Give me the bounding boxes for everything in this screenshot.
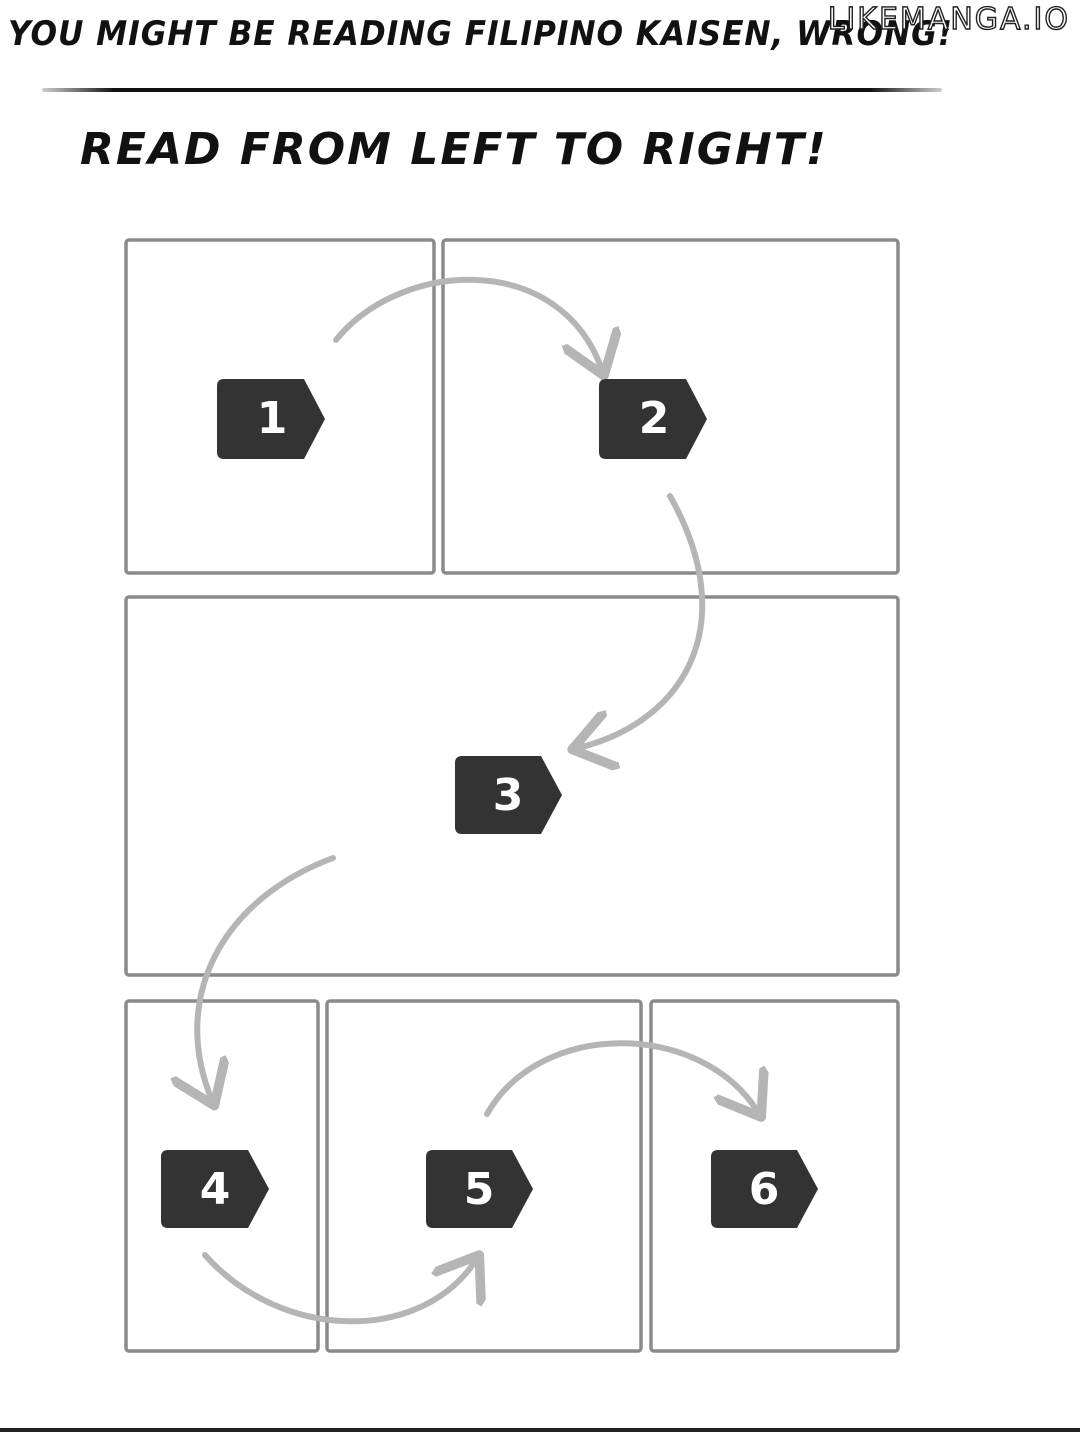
tag-number: 4 — [200, 1164, 231, 1215]
bottom-border — [0, 1428, 1080, 1432]
instruction-text: READ FROM LEFT TO RIGHT! — [80, 124, 828, 175]
panel-tag-1: 1 — [217, 379, 325, 459]
panel-2-frame — [441, 238, 900, 575]
tag-number: 5 — [464, 1164, 495, 1215]
panel-tag-2: 2 — [599, 379, 707, 459]
tag-shape — [161, 1150, 269, 1228]
arrow-2-to-3 — [578, 493, 706, 748]
arrow-5-to-6 — [484, 1040, 758, 1114]
divider-rule — [42, 88, 942, 92]
tag-number: 3 — [493, 770, 524, 821]
tag-number: 1 — [257, 393, 288, 444]
panel-5-frame — [325, 999, 643, 1353]
panel-tag-6: 6 — [711, 1150, 818, 1228]
arrow-4-to-5 — [202, 1255, 476, 1325]
tag-shape — [426, 1150, 533, 1228]
arrow-1-to-2 — [333, 276, 602, 370]
panel-1-frame — [124, 238, 436, 575]
panel-3-frame — [124, 595, 900, 977]
site-watermark: LIKEMANGA.IO — [827, 1, 1070, 37]
reading-arrows — [197, 276, 758, 1325]
tag-shape — [217, 379, 325, 459]
panel-tag-3: 3 — [455, 756, 562, 834]
headline: YOU MIGHT BE READING FILIPINO KAISEN, WR… — [8, 14, 953, 54]
panel-6-frame — [649, 999, 900, 1353]
panel-4-frame — [124, 999, 320, 1353]
tag-number: 6 — [749, 1164, 780, 1215]
tag-number: 2 — [639, 393, 670, 444]
tag-shape — [599, 379, 707, 459]
panel-tag-5: 5 — [426, 1150, 533, 1228]
arrow-3-to-4 — [197, 855, 336, 1100]
panel-tag-4: 4 — [161, 1150, 269, 1228]
tag-shape — [711, 1150, 818, 1228]
tag-shape — [455, 756, 562, 834]
panel-frames — [124, 238, 900, 1353]
